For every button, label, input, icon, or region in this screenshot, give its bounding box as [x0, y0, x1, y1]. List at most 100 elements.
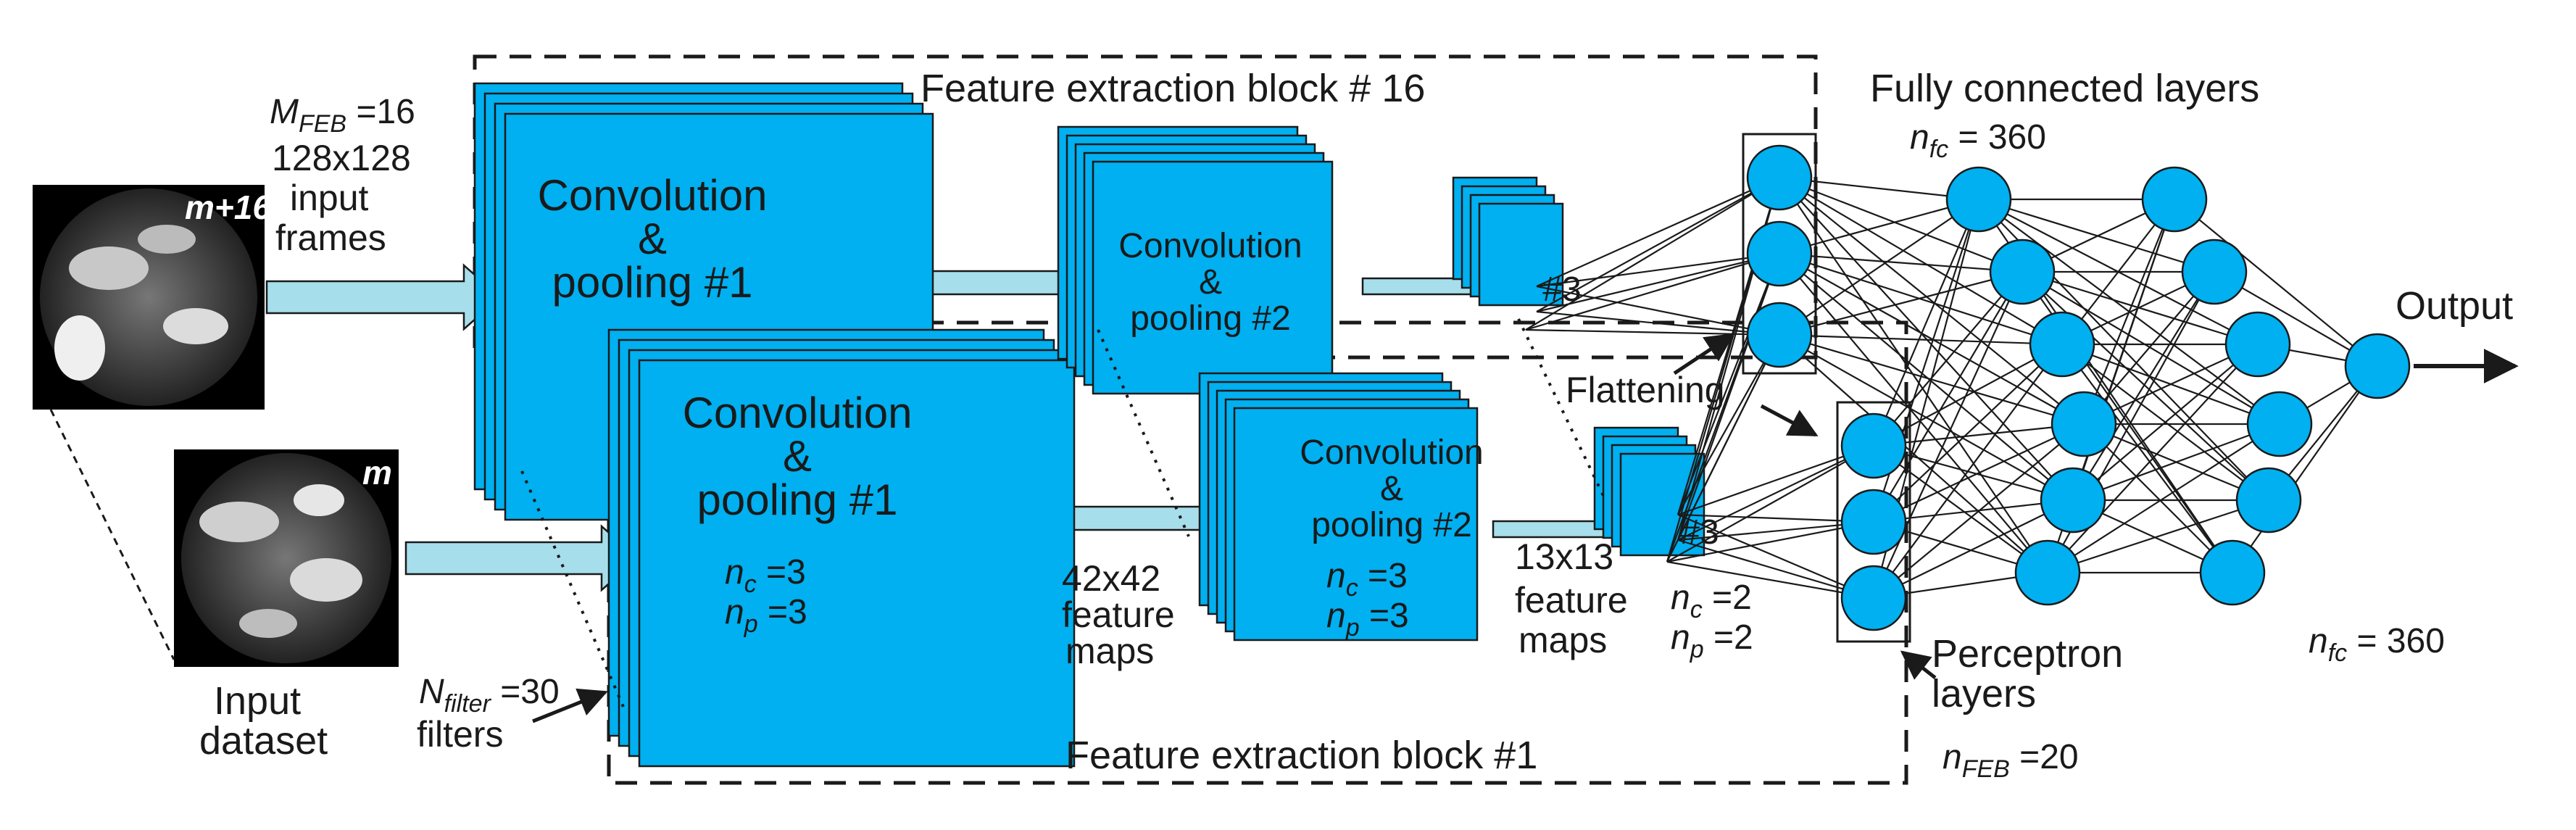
network-edge	[1872, 199, 1980, 447]
network-edge	[1525, 252, 1780, 331]
dotted-line-2	[1097, 329, 1190, 537]
network-edge	[1677, 445, 1874, 541]
frame-tag-bottom: m	[362, 454, 392, 491]
network-edge	[2174, 199, 2378, 367]
conv1-top-line3: pooling #1	[552, 258, 753, 307]
network-edge	[1873, 344, 2063, 447]
conv1-bottom-line2: &	[783, 432, 812, 481]
fc-layer1-node	[2014, 539, 2081, 606]
network-edge	[1666, 445, 1874, 563]
feb1-label: Feature extraction block #1	[1065, 734, 1537, 777]
network-nodes	[1742, 133, 2411, 643]
fc-layer1-node	[2051, 391, 2117, 457]
maps13-label-2: feature	[1515, 580, 1628, 621]
network-edge	[2061, 344, 2233, 573]
frames-label-3: frames	[275, 217, 386, 258]
network-edge	[1779, 176, 2023, 273]
param-conv2_nc: nc =3	[1326, 557, 1408, 602]
conv1-bottom-line1: Convolution	[683, 389, 913, 437]
output-node	[2344, 333, 2411, 399]
network-edge	[1536, 252, 1780, 288]
conv2-top-stack	[1057, 125, 1334, 395]
conv2-bottom-line2: &	[1380, 470, 1403, 508]
network-edge	[1873, 499, 2074, 599]
fc-layer2-node	[2224, 311, 2291, 378]
feb16-label: Feature extraction block # 16	[921, 67, 1425, 110]
conv2-bottom-stack-layer	[1233, 407, 1479, 642]
network-edge	[1779, 253, 2048, 573]
network-edge	[1873, 271, 2023, 523]
param-m_feb: MFEB =16	[270, 93, 415, 138]
network-edge	[1873, 499, 2074, 523]
conv2-top-line3: pooling #2	[1130, 299, 1291, 338]
network-edge	[1536, 177, 1780, 312]
network-edge	[1873, 271, 2023, 447]
fc-layer2-node	[2181, 238, 2248, 305]
conv1-bottom-line3: pooling #1	[697, 476, 898, 524]
arrow-input-top	[265, 263, 502, 331]
output-label: Output	[2396, 284, 2513, 328]
network-edge	[1779, 177, 2048, 573]
network-edge	[1873, 344, 2063, 599]
network-edge	[2072, 344, 2259, 501]
maps42-label-2: feature	[1062, 594, 1175, 635]
network-edge	[1873, 444, 2074, 502]
perceptron-label-2: layers	[1932, 672, 2036, 715]
network-edge	[1779, 270, 2023, 336]
maps13-label-3: maps	[1518, 620, 1607, 660]
network-edge	[2072, 423, 2280, 502]
network-edge	[1536, 285, 1780, 336]
network-edge	[1779, 176, 1979, 201]
flatten-node-top	[1746, 144, 1813, 211]
perceptron-arrow	[1900, 650, 1937, 680]
param-n_feb: nFEB =20	[1943, 738, 2079, 783]
network-edge	[1873, 445, 2048, 573]
flatten-node-bottom	[1840, 412, 1907, 479]
network-edge	[1872, 271, 2024, 599]
flatten-box-bottom	[1836, 401, 1911, 643]
network-edge	[1779, 252, 2063, 346]
frame-tag-top: m+16	[185, 188, 271, 226]
network-edge	[2232, 365, 2378, 573]
network-edge	[2083, 423, 2233, 573]
conv2-bottom-line3: pooling #2	[1311, 506, 1472, 544]
network-edge	[1873, 344, 2063, 523]
network-edge	[1779, 177, 2085, 425]
maps13-label-1: 13x13	[1515, 536, 1613, 577]
conv1-bottom-stack	[607, 328, 1076, 768]
network-edge	[1666, 560, 1874, 599]
network-edge	[1779, 199, 1979, 336]
param-n_fc_bottom: nfc = 360	[2309, 622, 2445, 667]
network-edge	[1666, 253, 1781, 563]
network-edge	[2047, 499, 2269, 574]
network-edge	[1677, 253, 1781, 515]
conv1-top-line1: Convolution	[538, 171, 768, 220]
frame-link-line	[49, 409, 175, 660]
param-n_fc_top: nfc = 360	[1910, 118, 2046, 163]
input-frame-bottom	[174, 449, 399, 667]
network-edge	[1779, 252, 2023, 273]
fc-layer2-node	[2246, 391, 2313, 457]
flatten-box-top	[1742, 133, 1817, 375]
network-edge	[1779, 177, 2063, 345]
network-edge	[2047, 344, 2259, 573]
network-edge	[1536, 176, 1780, 288]
conv3-bottom-label: #3	[1680, 513, 1719, 552]
flatten-node-bottom	[1840, 565, 1907, 631]
network-edge	[1779, 253, 2074, 501]
conv2-top-stack-layer	[1092, 160, 1334, 395]
network-edge	[1873, 423, 2085, 599]
network-edge	[1779, 333, 2063, 346]
frames-label-2: input	[290, 178, 369, 218]
network-edge	[1779, 198, 1979, 255]
network-edge	[1779, 177, 2074, 501]
input-label-2: dataset	[199, 719, 328, 763]
fc-layer1-node	[2040, 467, 2106, 534]
frames-label-1: 128x128	[272, 138, 411, 178]
conv1-bottom-stack-layer	[638, 359, 1076, 768]
input-frame-top	[33, 185, 265, 410]
param-conv1_np: np =3	[725, 593, 807, 638]
network-edge	[2072, 271, 2215, 501]
filters-arrow	[532, 688, 608, 723]
network-edge	[1666, 520, 1874, 563]
